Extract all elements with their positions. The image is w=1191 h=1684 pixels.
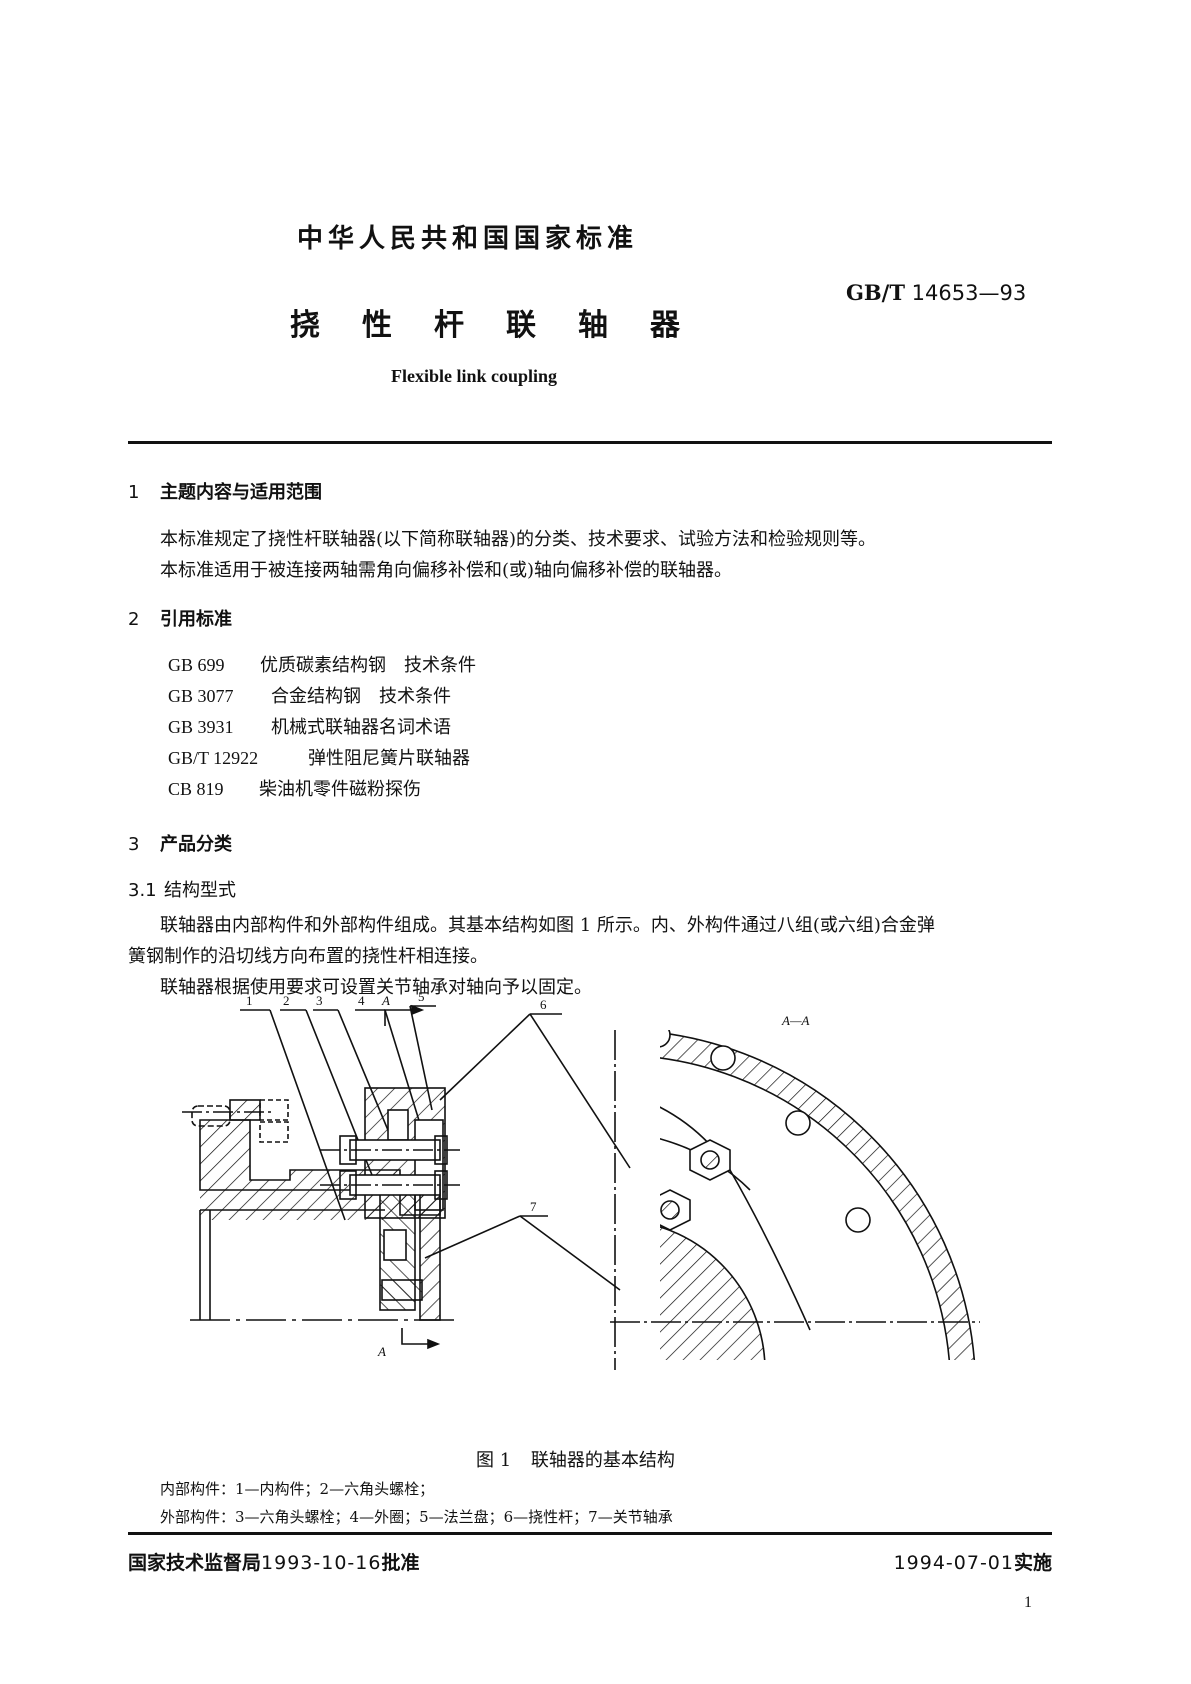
figure-legend-inner: 内部构件：1—内构件；2—六角头螺栓；	[160, 1480, 435, 1498]
figure-number: 图 1	[476, 1450, 512, 1471]
subsection-3-1-paragraph-1-cont: 簧钢制作的沿切线方向布置的挠性杆相连接。	[128, 946, 488, 967]
figure-title: 联轴器的基本结构	[530, 1450, 675, 1471]
standard-label: 中华人民共和国国家标准	[297, 224, 639, 254]
subsection-number: 3.1	[128, 880, 157, 901]
subsection-3-1-paragraph-2: 联轴器根据使用要求可设置关节轴承对轴向予以固定。	[160, 977, 592, 998]
svg-text:1: 1	[246, 993, 253, 1008]
reference-code: CB 819	[168, 779, 224, 799]
document-title-cn: 挠性杆联轴器	[290, 308, 722, 343]
section-2-heading: 2 引用标准	[128, 605, 232, 631]
reference-name: 优质碳素结构钢 技术条件	[260, 655, 476, 676]
reference-item: GB 3931 机械式联轴器名词术语	[168, 712, 476, 743]
section-3-heading: 3 产品分类	[128, 830, 232, 856]
svg-text:3: 3	[316, 993, 323, 1008]
section-1-heading: 1 主题内容与适用范围	[128, 478, 322, 504]
subsection-3-1-paragraph-1: 联轴器由内部构件和外部构件组成。其基本结构如图 1 所示。内、外构件通过八组(或…	[160, 915, 935, 936]
approval-date: 1993-10-16	[261, 1552, 382, 1574]
svg-text:6: 6	[540, 997, 547, 1012]
approval-suffix: 批准	[381, 1552, 420, 1574]
standard-code: GB/T 14653—93	[846, 280, 1026, 305]
reference-name: 柴油机零件磁粉探伤	[259, 779, 421, 800]
reference-code: GB 3931	[168, 717, 234, 737]
section-mark-bottom: A	[377, 1344, 386, 1359]
effective-date: 1994-07-01	[893, 1552, 1014, 1574]
reference-name: 合金结构钢 技术条件	[271, 686, 451, 707]
svg-text:5: 5	[418, 990, 425, 1004]
approval-org: 国家技术监督局	[128, 1552, 262, 1574]
section-1-paragraph-2: 本标准适用于被连接两轴需角向偏移补偿和(或)轴向偏移补偿的联轴器。	[160, 560, 733, 581]
section-title: 产品分类	[160, 834, 232, 855]
subsection-title: 结构型式	[164, 880, 236, 901]
svg-text:7: 7	[530, 1199, 537, 1214]
reference-name: 机械式联轴器名词术语	[271, 717, 451, 738]
subsection-3-1-heading: 3.1 结构型式	[128, 876, 236, 902]
document-title-en: Flexible link coupling	[391, 366, 558, 386]
svg-text:2: 2	[283, 993, 290, 1008]
section-title: 引用标准	[160, 609, 232, 630]
reference-item: GB 699 优质碳素结构钢 技术条件	[168, 650, 476, 681]
section-mark-top: A	[381, 993, 390, 1008]
section-number: 3	[128, 834, 140, 855]
approval-line: 国家技术监督局1993-10-16批准	[128, 1548, 419, 1575]
reference-code: GB/T 12922	[168, 748, 259, 768]
reference-name: 弹性阻尼簧片联轴器	[308, 748, 470, 769]
reference-item: CB 819 柴油机零件磁粉探伤	[168, 774, 476, 805]
section-number: 1	[128, 482, 140, 503]
reference-code: GB 699	[168, 655, 225, 675]
effective-line: 1994-07-01实施	[894, 1548, 1052, 1575]
effective-suffix: 实施	[1013, 1552, 1052, 1574]
figure-caption: 图 1 联轴器的基本结构	[476, 1446, 675, 1472]
figure-1-drawing: 1 2 3 4 5 6 7 A A A—A	[170, 989, 1020, 1420]
reference-list: GB 699 优质碳素结构钢 技术条件 GB 3077 合金结构钢 技术条件 GB …	[168, 650, 476, 805]
footer-divider	[128, 1532, 1052, 1535]
reference-code: GB 3077	[168, 686, 234, 706]
svg-text:A—A: A—A	[781, 1013, 810, 1028]
svg-text:4: 4	[358, 993, 365, 1008]
section-title: 主题内容与适用范围	[160, 482, 322, 503]
figure-legend-outer: 外部构件：3—六角头螺栓；4—外圈；5—法兰盘；6—挠性杆；7—关节轴承	[160, 1508, 673, 1526]
section-number: 2	[128, 609, 140, 630]
header-divider	[128, 441, 1052, 444]
coupling-section-drawing: 1 2 3 4 5 6 7 A A A—A	[182, 989, 980, 1370]
reference-item: GB 3077 合金结构钢 技术条件	[168, 681, 476, 712]
section-1-paragraph-1: 本标准规定了挠性杆联轴器(以下简称联轴器)的分类、技术要求、试验方法和检验规则等…	[160, 529, 877, 550]
standard-code-prefix: GB/T	[846, 280, 905, 305]
standard-code-number: 14653—93	[911, 281, 1027, 305]
reference-item: GB/T 12922 弹性阻尼簧片联轴器	[168, 743, 476, 774]
page-number: 1	[1024, 1594, 1032, 1611]
